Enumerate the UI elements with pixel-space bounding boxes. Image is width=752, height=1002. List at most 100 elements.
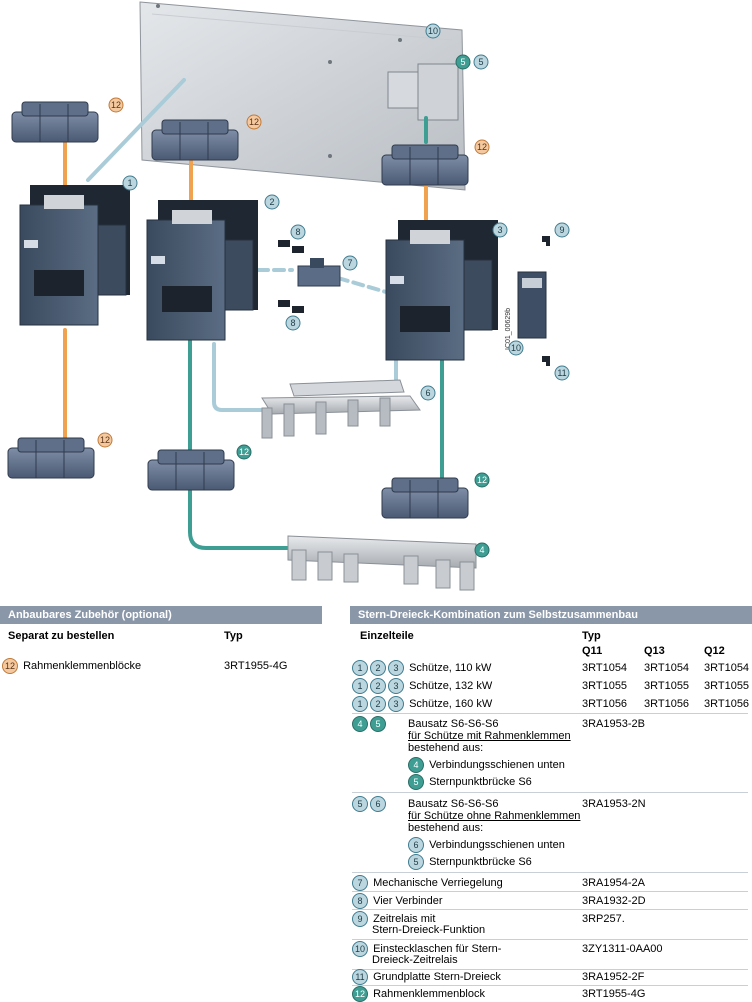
- terminal-block-top-middle: [151, 119, 239, 161]
- small-parts: IC01_00629b: [278, 236, 550, 366]
- q12-typ: 3RT1055: [704, 680, 750, 692]
- callout-12-c: 12: [474, 139, 490, 155]
- terminal-block-top-left: [11, 101, 99, 143]
- badge-5: 5: [408, 854, 424, 870]
- separator: [352, 909, 748, 910]
- callout-4: 4: [474, 542, 490, 558]
- row-label: Zeitrelais mit: [373, 912, 436, 925]
- kit1-item-label: Sternpunktbrücke S6: [429, 775, 532, 788]
- q13-typ: 3RT1055: [644, 680, 690, 692]
- q13-typ: 3RT1056: [644, 698, 690, 710]
- star-delta-panel-title: Stern-Dreieck-Kombination zum Selbstzusa…: [350, 606, 752, 624]
- busbar-with-frame: [287, 535, 477, 591]
- row-label: Vier Verbinder: [373, 894, 443, 907]
- exploded-assembly-diagram: IC01_00629b 10 5 5 12 12 12 1 2 3 9 8 7 …: [7, 1, 570, 591]
- svg-text:8: 8: [290, 318, 295, 328]
- contactor-label: Schütze, 160 kW: [409, 697, 493, 710]
- q11-header: Q11: [582, 645, 603, 657]
- contactors: [19, 185, 498, 361]
- kit1-title: Bausatz S6-S6-S6: [408, 718, 499, 730]
- svg-text:12: 12: [100, 435, 110, 445]
- typ-header: Typ: [582, 630, 601, 642]
- callout-12-e: 12: [236, 444, 252, 460]
- badge-3: 3: [388, 696, 404, 712]
- terminal-block-bottom-middle: [147, 449, 235, 491]
- callout-1: 1: [122, 175, 138, 191]
- callout-10-a: 9: [554, 222, 570, 238]
- kit1-item-label: Verbindungsschienen unten: [429, 758, 565, 771]
- q13-typ: 3RT1054: [644, 662, 690, 674]
- badge-1: 1: [352, 678, 368, 694]
- svg-text:12: 12: [111, 100, 121, 110]
- separator: [352, 713, 748, 714]
- kit2-item-label: Verbindungsschienen unten: [429, 838, 565, 851]
- row-typ: 3RA1954-2A: [582, 877, 645, 889]
- badge-5: 5: [370, 716, 386, 732]
- callout-6: 6: [420, 385, 436, 401]
- badge-4: 4: [408, 757, 424, 773]
- kit1-typ: 3RA1953-2B: [582, 718, 645, 730]
- callouts: 10 5 5 12 12 12 1 2 3 9 8 7 8 10 11 6 12…: [97, 23, 570, 558]
- svg-text:5: 5: [478, 57, 483, 67]
- badge-1: 1: [352, 696, 368, 712]
- svg-text:10: 10: [428, 26, 438, 36]
- figure-code: IC01_00629b: [505, 308, 512, 350]
- badge-4: 4: [352, 716, 368, 732]
- row-plug-in-lugs: 10 Einstecklaschen für Stern-: [352, 941, 501, 957]
- svg-text:12: 12: [249, 117, 259, 127]
- separator: [352, 939, 748, 940]
- badge-3: 3: [388, 678, 404, 694]
- row-base-plate: 11 Grundplatte Stern-Dreieck: [352, 969, 501, 985]
- badge-6: 6: [408, 837, 424, 853]
- row-typ: 3RP257.: [582, 913, 625, 925]
- contactor-q13: [146, 200, 258, 341]
- callout-5-green: 5: [455, 54, 471, 70]
- kit2-item-label: Sternpunktbrücke S6: [429, 855, 532, 868]
- svg-text:6: 6: [425, 388, 430, 398]
- row-label: Rahmenklemmenblock: [373, 987, 485, 1000]
- separator: [352, 872, 748, 873]
- callout-10-b: 11: [554, 365, 570, 381]
- contactor-label: Schütze, 110 kW: [409, 661, 492, 674]
- callout-2: 2: [264, 194, 280, 210]
- badge-5: 5: [352, 796, 368, 812]
- svg-text:4: 4: [479, 545, 484, 555]
- callout-9: 10: [508, 340, 524, 356]
- q12-typ: 3RT1056: [704, 698, 750, 710]
- kit2-item-6: 6 Verbindungsschienen unten: [408, 837, 565, 853]
- callout-12-d: 12: [97, 432, 113, 448]
- separator: [352, 792, 748, 793]
- row-label: Einstecklaschen für Stern-: [373, 942, 502, 955]
- frame-terminal-blocks: [7, 101, 469, 519]
- order-separately-header: Separat zu bestellen: [8, 630, 115, 642]
- kit2-consisting: bestehend aus:: [408, 822, 484, 834]
- row-label: Grundplatte Stern-Dreieck: [373, 970, 501, 983]
- accessory-typ: 3RT1955-4G: [224, 660, 288, 672]
- separator: [352, 891, 748, 892]
- separator: [352, 969, 748, 970]
- svg-text:8: 8: [295, 227, 300, 237]
- mechanical-interlock-part: [297, 258, 341, 287]
- kit1-consisting: bestehend aus:: [408, 742, 484, 754]
- svg-text:12: 12: [477, 475, 487, 485]
- star-delta-panel: Stern-Dreieck-Kombination zum Selbstzusa…: [350, 606, 752, 1002]
- svg-text:3: 3: [497, 225, 502, 235]
- q11-typ: 3RT1056: [582, 698, 628, 710]
- svg-text:2: 2: [269, 197, 274, 207]
- badge-1: 1: [352, 660, 368, 676]
- svg-text:11: 11: [557, 368, 566, 378]
- busbars: [261, 379, 477, 591]
- row-connectors: 8 Vier Verbinder: [352, 893, 443, 909]
- svg-text:7: 7: [347, 258, 352, 268]
- plug-in-lugs-part: [542, 236, 550, 366]
- svg-text:12: 12: [239, 447, 249, 457]
- kit2-item-5: 5 Sternpunktbrücke S6: [408, 854, 532, 870]
- callout-11: 10: [425, 23, 441, 39]
- callout-7: 7: [342, 255, 358, 271]
- callout-3: 3: [492, 222, 508, 238]
- timer-relay-part: [517, 271, 547, 339]
